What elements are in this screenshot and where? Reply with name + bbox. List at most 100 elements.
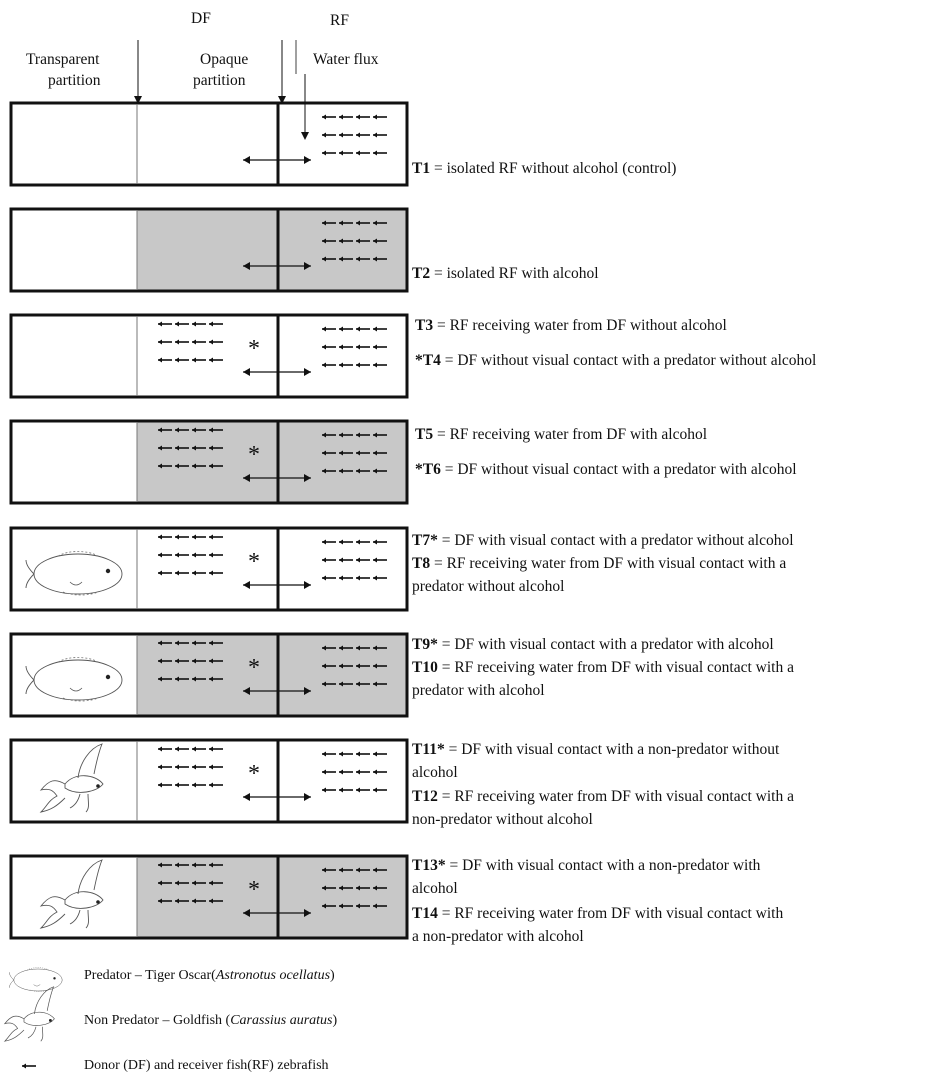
caption-code: *T6 (415, 461, 441, 478)
tank-t4: * (9, 419, 409, 505)
transparent-partition-label-2: partition (48, 72, 101, 89)
caption-code: T13* (412, 857, 446, 874)
caption-code: T11* (412, 741, 445, 758)
tank-t2 (9, 207, 409, 293)
opaque-partition-arrow (278, 40, 286, 104)
legend-predator: Predator – Tiger Oscar(Astronotus ocella… (84, 968, 335, 984)
legend-predator-prefix: Predator – Tiger Oscar( (84, 968, 216, 983)
caption-t13: T13* = DF with visual contact with a non… (412, 855, 951, 900)
tank-outline (9, 526, 409, 612)
df-zebrafish-row (157, 320, 224, 328)
df-zebrafish-row (157, 356, 224, 364)
caption-code: T5 (415, 426, 434, 443)
star-marker: * (248, 336, 260, 362)
goldfish-icon (40, 859, 104, 929)
caption-text-continued: a non-predator with alcohol (412, 927, 584, 945)
rf-zebrafish-row (321, 361, 388, 369)
predator-legend-icon (9, 967, 63, 992)
rf-zebrafish-row (321, 786, 388, 794)
tank-outline (9, 738, 409, 824)
caption-text-continued: alcohol (412, 879, 458, 897)
df-opaque-section (137, 209, 278, 291)
caption-text: = RF receiving water from DF with visual… (437, 905, 784, 922)
zebrafish-legend-icon (22, 1063, 36, 1069)
tank-t1 (9, 101, 409, 187)
caption-text: = RF receiving water from DF with visual… (430, 555, 787, 572)
rf-zebrafish-row (321, 556, 388, 564)
tank-t6: * (9, 632, 409, 718)
rf-zebrafish-row (321, 574, 388, 582)
opaque-partition-label-2: partition (193, 72, 246, 89)
legend-zebrafish-text: Donor (DF) and receiver fish(RF) zebrafi… (84, 1058, 329, 1073)
rf-label: RF (330, 12, 349, 29)
caption-code: T12 (412, 788, 438, 805)
df-opaque-section (137, 421, 278, 503)
tank-t7: * (9, 738, 409, 824)
tank-outline (9, 207, 409, 293)
caption-t11: T11* = DF with visual contact with a non… (412, 739, 951, 784)
caption-code: T8 (412, 555, 431, 572)
caption-text: = DF with visual contact with a non-pred… (444, 741, 780, 758)
rf-zebrafish-row (321, 343, 388, 351)
caption-code: *T4 (415, 352, 441, 369)
df-label: DF (191, 10, 211, 27)
caption-t3: T3 = RF receiving water from DF without … (415, 315, 951, 338)
df-zebrafish-row (157, 781, 224, 789)
goldfish-icon (40, 743, 104, 813)
df-zebrafish-row (157, 338, 224, 346)
caption-code: T1 (412, 160, 431, 177)
rf-zebrafish-row (321, 113, 388, 121)
df-opaque-section (137, 856, 278, 938)
predator-oscar-icon (25, 551, 123, 596)
transparent-partition-arrow (134, 40, 142, 104)
rf-zebrafish-row (321, 768, 388, 776)
caption-t2: T2 = isolated RF with alcohol (412, 263, 951, 286)
tank-t8: * (9, 854, 409, 940)
star-marker: * (248, 877, 260, 903)
caption-text: = isolated RF with alcohol (430, 265, 599, 282)
df-zebrafish-row (157, 569, 224, 577)
caption-text-continued: alcohol (412, 763, 458, 781)
caption-t8: T8 = RF receiving water from DF with vis… (412, 553, 951, 598)
caption-t1: T1 = isolated RF without alcohol (contro… (412, 158, 951, 181)
caption-text: = DF without visual contact with a preda… (440, 352, 817, 369)
star-marker: * (248, 761, 260, 787)
caption-text-continued: non-predator without alcohol (412, 810, 593, 828)
caption-text-continued: predator without alcohol (412, 577, 565, 595)
caption-t9: T9* = DF with visual contact with a pred… (412, 634, 951, 657)
df-zebrafish-row (157, 745, 224, 753)
caption-code: T9* (412, 636, 438, 653)
tank-t3: * (9, 313, 409, 399)
caption-code: T7* (412, 532, 438, 549)
caption-t4: *T4 = DF without visual contact with a p… (415, 350, 951, 373)
caption-code: T14 (412, 905, 438, 922)
star-marker: * (248, 549, 260, 575)
caption-text: = RF receiving water from DF with visual… (437, 788, 794, 805)
tank-t5: * (9, 526, 409, 612)
tank-outline (9, 854, 409, 940)
df-opaque-section (137, 634, 278, 716)
caption-text: = DF with visual contact with a predator… (437, 532, 794, 549)
legend-zebrafish: Donor (DF) and receiver fish(RF) zebrafi… (84, 1058, 329, 1074)
caption-text: = DF with visual contact with a non-pred… (445, 857, 761, 874)
caption-t10: T10 = RF receiving water from DF with vi… (412, 657, 951, 702)
legend-nonpredator-species: Carassius auratus (230, 1013, 333, 1028)
df-zebrafish-row (157, 763, 224, 771)
tank-outline (9, 632, 409, 718)
rf-zebrafish-row (321, 538, 388, 546)
tank-outline (9, 313, 409, 399)
legend-nonpredator-prefix: Non Predator – Goldfish ( (84, 1013, 231, 1028)
legend-nonpredator-suffix: ) (332, 1013, 338, 1028)
star-marker: * (248, 442, 260, 468)
caption-t12: T12 = RF receiving water from DF with vi… (412, 786, 951, 831)
caption-text: = RF receiving water from DF with alcoho… (433, 426, 708, 443)
rf-zebrafish-row (321, 149, 388, 157)
predator-oscar-icon (25, 657, 123, 702)
caption-text-continued: predator with alcohol (412, 681, 545, 699)
legend-predator-species: Astronotus ocellatus (215, 968, 331, 983)
caption-text: = isolated RF without alcohol (control) (430, 160, 677, 177)
legend-predator-suffix: ) (330, 968, 335, 983)
tank-outline (9, 419, 409, 505)
opaque-partition-label-1: Opaque (200, 51, 248, 68)
